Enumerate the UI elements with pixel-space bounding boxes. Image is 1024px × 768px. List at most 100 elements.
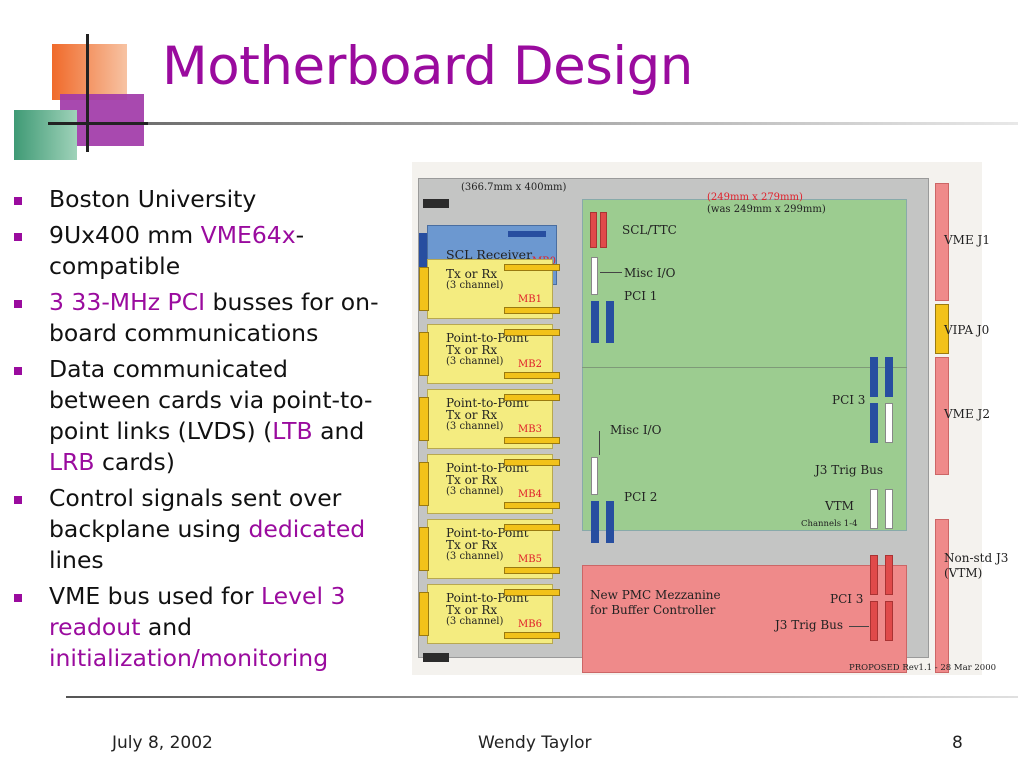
nonstd-j3-connector [935,519,949,673]
highlighted-text: LTB [272,417,313,445]
card-text-l2: (3 channel) [446,421,504,432]
highlighted-text: Level 3 readout [49,582,346,641]
card-connector-top [504,459,560,466]
pci1-connector-a [591,301,599,343]
bullet-text: VME bus used for [49,582,261,610]
pci3-b-connector-c [870,601,878,641]
card-text-l1: Tx or Rx [446,538,498,552]
bullet-item: Control signals sent over backplane usin… [12,483,394,576]
vtm-connector-b [885,489,893,529]
card-text-l1: Tx or Rx [446,473,498,487]
card-connector-bottom [504,502,560,509]
card-connector-bottom [504,632,560,639]
outer-dimension-label: (366.7mm x 400mm) [461,182,567,193]
pmc-region [582,565,907,673]
footer-author: Wendy Taylor [478,733,592,753]
pci3-b-connector-d [885,601,893,641]
card-text-l1: Tx or Rx [446,603,498,617]
card-edge-connector [419,397,429,441]
card-connector-bottom [504,307,560,314]
pci3-b-label: PCI 3 [830,592,864,606]
bullet-square-icon [14,197,22,205]
pci1-label: PCI 1 [624,289,658,303]
pmc-label-line2: for Buffer Controller [590,603,716,617]
pci2-connector-a [591,501,599,543]
vme-j2-label: VME J2 [944,407,990,421]
decor-orange-square [52,44,127,100]
vipa-j0-connector [935,304,949,354]
pci3-connector-a [870,357,878,397]
card-edge-connector [419,592,429,636]
pci3-b-connector-a [870,555,878,595]
bullet-text: and [312,417,365,445]
motherboard-diagram: (366.7mm x 400mm) (249mm x 279mm) (was 2… [412,162,1008,675]
decor-horizontal-line [48,122,148,125]
vtm-connector-a [870,489,878,529]
misc-io-2-label: Misc I/O [610,423,662,437]
misc-io-2-connector [591,457,598,495]
bullet-square-icon [14,233,22,241]
was-dimension-label: (was 249mm x 299mm) [707,204,826,215]
scl-edge-connector [419,233,430,283]
pci3-b-connector-b [885,555,893,595]
corner-block-bottom [423,653,449,662]
scl-receiver-label: SCL Receiver [446,247,533,262]
mb-label: MB2 [518,359,542,370]
card-text-l2: (3 channel) [446,486,504,497]
bullet-square-icon [14,367,22,375]
bullet-text: Data communicated between cards via poin… [49,355,373,445]
nonstd-j3-label-line1: Non-std J3 [944,551,1009,565]
bullet-square-icon [14,496,22,504]
j3-trig-connector [885,403,893,443]
card-text-l2: (3 channel) [446,280,504,291]
card-text-l1: Tx or Rx [446,343,498,357]
bullet-text: Control signals sent over backplane usin… [49,484,342,543]
scl-ttc-connector-b [600,212,607,248]
vtm-channels-label: Channels 1-4 [801,519,858,529]
footer-page-number: 8 [952,733,963,753]
j3-trig-bus-label: J3 Trig Bus [815,463,884,477]
slide-title: Motherboard Design [162,36,693,97]
footer-rule [66,696,1018,698]
card-text-l2: (3 channel) [446,551,504,562]
title-rule [148,122,1018,125]
pmc-label-line1: New PMC Mezzanine [590,588,721,602]
footer-date: July 8, 2002 [112,733,213,753]
pci3-connector-c [870,403,878,443]
bullet-item: Data communicated between cards via poin… [12,354,394,478]
green-region [582,199,907,531]
pci3-connector-b [885,357,893,397]
bullet-text: Boston University [49,185,257,213]
j3-trig-bus-b-arrow [849,626,869,627]
card-connector-top [504,589,560,596]
highlighted-text: VME64x [200,221,296,249]
corner-block-top [423,199,449,208]
point-to-point-card: Tx or Rx(3 channel)MB1 [427,259,560,319]
mb-label: MB1 [518,294,542,305]
card-edge-connector [419,462,429,506]
card-text-l2: (3 channel) [446,616,504,627]
misc-io-1-label: Misc I/O [624,266,676,280]
mb-label: MB4 [518,489,542,500]
card-connector-top [504,524,560,531]
card-connector-bottom [504,437,560,444]
highlighted-text: dedicated [248,515,366,543]
bullet-square-icon [14,594,22,602]
decor-green-square [14,110,77,160]
bullet-item: 3 33-MHz PCI busses for on-board communi… [12,287,394,349]
scl-ttc-label: SCL/TTC [622,223,677,237]
highlighted-text: 3 33-MHz PCI [49,288,206,316]
bullet-text: 9Ux400 mm [49,221,201,249]
highlighted-text: initialization/monitoring [49,644,329,672]
card-edge-connector [419,267,429,311]
mb-label: MB5 [518,554,542,565]
nonstd-j3-label-line2: (VTM) [944,566,983,580]
bullet-text: and [140,613,193,641]
card-connector-bottom [504,372,560,379]
decor-vertical-line [86,34,89,152]
card-edge-connector [419,332,429,376]
